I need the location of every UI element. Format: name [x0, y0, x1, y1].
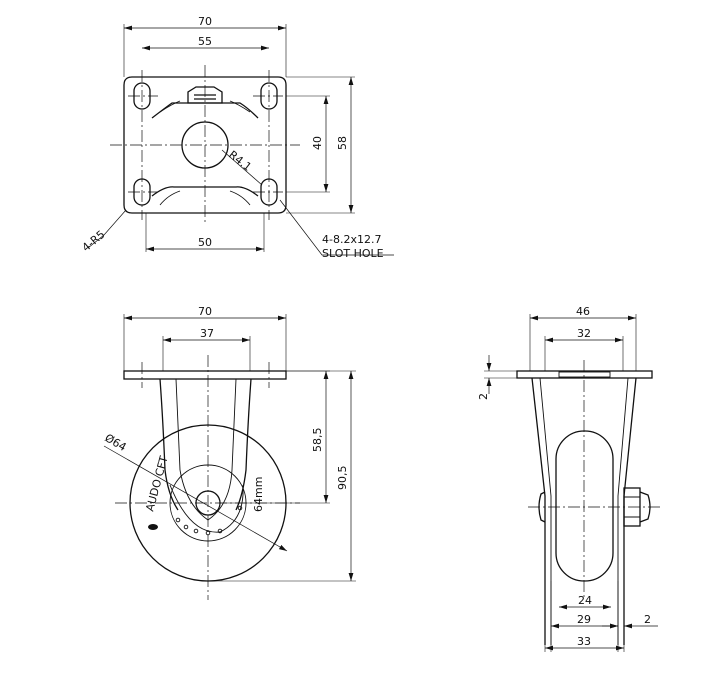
- side-wheel: [555, 430, 614, 582]
- dim-side-overall-width: 33: [577, 635, 591, 648]
- dim-front-axle-height: 58,5: [311, 428, 324, 453]
- wheel-size-text: 64mm: [252, 477, 265, 512]
- front-fork-right-leg: [235, 378, 252, 511]
- side-bracket-right: [623, 377, 637, 645]
- dim-front-plate-width: 70: [198, 305, 212, 318]
- dim-front-fork-width: 37: [200, 327, 214, 340]
- side-bracket-left: [531, 377, 546, 645]
- dim-side-plate-width: 46: [576, 305, 590, 318]
- dim-top-plate-width: 70: [198, 15, 212, 28]
- label-corner-radius: 4-R5: [80, 228, 108, 254]
- dim-top-base-width: 50: [198, 236, 212, 249]
- dim-side-wheel-width: 29: [577, 613, 591, 626]
- dim-top-hole-spacing-x: 55: [198, 35, 212, 48]
- dim-front-wheel-dia: Ø64: [103, 431, 129, 454]
- brand-logo-mark: [148, 524, 158, 530]
- wheel-brand-text: AUDO CFT: [143, 454, 170, 512]
- dim-top-plate-height: 58: [336, 136, 349, 150]
- top-plate-outline: [123, 76, 287, 214]
- dim-side-inner-width: 32: [577, 327, 591, 340]
- dim-side-bracket-thickness: 2: [644, 613, 651, 626]
- side-top-plate: [516, 370, 653, 379]
- dim-side-plate-thickness: 2: [477, 393, 490, 400]
- front-top-plate: [123, 370, 287, 380]
- dim-front-total-height: 90,5: [336, 466, 349, 491]
- label-slot-size: 4-8.2x12.7: [322, 233, 381, 246]
- label-slot-hole: SLOT HOLE: [322, 247, 384, 260]
- label-radius: R4.1: [226, 148, 254, 174]
- dim-side-tread-width: 24: [578, 594, 592, 607]
- front-rivets: [175, 505, 243, 536]
- top-view: R4.1 4-R5 4-8.2x12.7 SLOT HOLE 70 55 40 …: [80, 15, 394, 260]
- front-fork-left-leg: [159, 378, 179, 511]
- front-view: AUDO CFT 64mm Ø64 70 37 58,5 90,5: [103, 305, 356, 600]
- dim-top-hole-spacing-y: 40: [311, 136, 324, 150]
- side-view: 46 32 2 24 29 2 33: [477, 305, 660, 652]
